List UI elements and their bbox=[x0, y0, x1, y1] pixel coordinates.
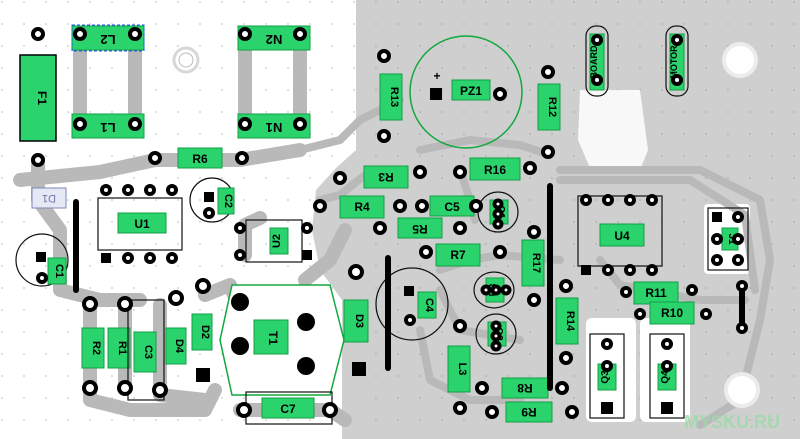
pads bbox=[31, 27, 748, 419]
label-f1: F1 bbox=[35, 91, 49, 105]
resistor-r5 bbox=[397, 217, 443, 239]
label-motor: MOTOR bbox=[669, 45, 679, 79]
fuse-f1 bbox=[19, 54, 57, 142]
label-d2: D2 bbox=[199, 325, 211, 339]
label-r17: R17 bbox=[530, 253, 542, 273]
watermark: MYSKU.RU bbox=[684, 412, 780, 432]
connector-motor bbox=[665, 25, 689, 97]
label-c3: C3 bbox=[142, 345, 154, 359]
capacitor-c3 bbox=[127, 299, 165, 401]
label-q4: Q4 bbox=[660, 370, 671, 384]
buzzer-pz1 bbox=[409, 35, 523, 149]
label-r1: R1 bbox=[116, 341, 128, 355]
label-r6: R6 bbox=[192, 152, 208, 166]
label-n2: N2 bbox=[266, 32, 283, 47]
regulator-u3 bbox=[473, 271, 515, 309]
label-r7: R7 bbox=[450, 248, 466, 262]
label-r13: R13 bbox=[388, 87, 400, 107]
label-r3: R3 bbox=[378, 170, 394, 184]
label-r8: R8 bbox=[517, 381, 533, 395]
label-r5: R5 bbox=[412, 222, 428, 236]
label-l3: L3 bbox=[456, 363, 468, 376]
connector-j1 bbox=[707, 207, 749, 271]
label-r9: R9 bbox=[521, 405, 537, 419]
label-r4: R4 bbox=[354, 200, 370, 214]
resistor-r9 bbox=[505, 401, 553, 423]
label-n1: N1 bbox=[266, 120, 283, 135]
resistor-r12 bbox=[537, 83, 561, 131]
label-d1: D1 bbox=[42, 192, 56, 204]
jumper-wires bbox=[73, 183, 745, 391]
label-c1: C1 bbox=[53, 264, 65, 278]
label-r12: R12 bbox=[546, 97, 558, 117]
label-l1: L1 bbox=[100, 120, 115, 135]
transistor-q3 bbox=[589, 333, 625, 419]
resistor-r1 bbox=[107, 327, 131, 369]
resistor-r3 bbox=[363, 165, 409, 189]
resistor-r7 bbox=[435, 243, 481, 267]
label-pz1-polarity: + bbox=[433, 69, 440, 83]
label-u4: U4 bbox=[614, 229, 630, 243]
resistor-r6 bbox=[177, 147, 223, 169]
connector-board bbox=[585, 25, 609, 97]
diode-d2 bbox=[191, 313, 213, 351]
label-c2: C2 bbox=[222, 194, 234, 208]
diode-d3 bbox=[343, 299, 369, 343]
resistor-r10 bbox=[649, 301, 695, 325]
resistor-r14 bbox=[555, 297, 579, 345]
inductor-l3 bbox=[447, 345, 471, 393]
ic-u4 bbox=[577, 195, 663, 267]
label-t1: T1 bbox=[266, 331, 280, 345]
label-r10: R10 bbox=[661, 306, 683, 320]
transistor-q2 bbox=[475, 313, 517, 355]
label-c7: C7 bbox=[280, 402, 296, 416]
label-r14: R14 bbox=[564, 311, 576, 332]
label-r16: R16 bbox=[484, 163, 506, 177]
capacitor-c1 bbox=[15, 233, 69, 287]
ic-u2 bbox=[245, 219, 303, 263]
mounting-holes bbox=[172, 42, 760, 408]
label-board: BOARD bbox=[589, 45, 599, 78]
diode-d1 bbox=[31, 187, 67, 209]
diode-d4 bbox=[165, 327, 187, 365]
label-u1: U1 bbox=[134, 217, 150, 231]
label-u2: U2 bbox=[271, 234, 283, 248]
label-r2: R2 bbox=[90, 341, 102, 355]
label-j1: J1 bbox=[726, 233, 737, 245]
label-d4: D4 bbox=[173, 339, 185, 354]
label-c4: C4 bbox=[423, 298, 435, 313]
ic-u1 bbox=[97, 197, 183, 251]
label-d3: D3 bbox=[353, 314, 365, 328]
resistor-r17 bbox=[521, 239, 545, 287]
resistor-r16 bbox=[469, 157, 521, 181]
resistor-r4 bbox=[339, 195, 385, 219]
resistor-r13 bbox=[379, 73, 403, 121]
capacitor-c4 bbox=[375, 267, 449, 341]
transistor-q4 bbox=[649, 333, 685, 419]
label-l2: L2 bbox=[100, 32, 115, 47]
label-c5: C5 bbox=[444, 200, 460, 214]
label-q3: Q3 bbox=[600, 370, 611, 384]
label-pz1: PZ1 bbox=[460, 84, 482, 98]
label-r11: R11 bbox=[645, 286, 667, 300]
resistor-r2 bbox=[81, 327, 105, 369]
